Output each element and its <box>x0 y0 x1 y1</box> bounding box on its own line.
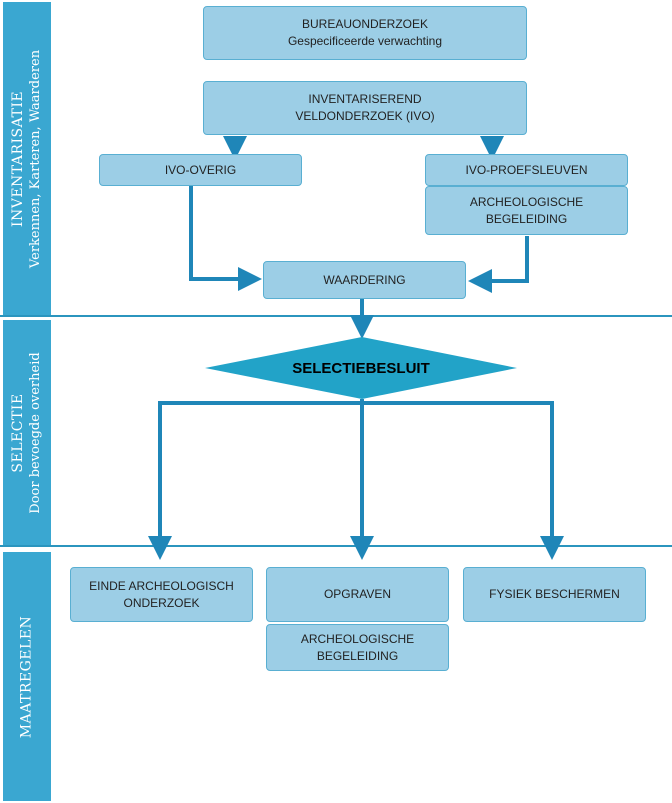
node-opgraven: OPGRAVEN <box>266 567 449 622</box>
node-einde-archeologisch-onderzoek: EINDE ARCHEOLOGISCH ONDERZOEK <box>70 567 253 622</box>
node-label: Gespecificeerde verwachting <box>287 34 443 48</box>
node-label: BEGELEIDING <box>485 211 568 226</box>
node-waardering: WAARDERING <box>263 261 466 299</box>
node-ivo-proefsleuven: IVO-PROEFSLEUVEN <box>425 154 628 186</box>
node-fysiek-beschermen: FYSIEK BESCHERMEN <box>463 567 646 622</box>
arrow-overig-to-waardering <box>189 186 262 291</box>
arrow-to-fysiek <box>362 401 564 560</box>
node-label: IVO-PROEFSLEUVEN <box>465 162 588 177</box>
node-label: BEGELEIDING <box>316 648 399 663</box>
node-label: ARCHEOLOGISCHE <box>469 194 584 209</box>
node-label: BUREAUONDERZOEK <box>301 17 429 31</box>
decision-diamond <box>205 337 517 399</box>
arrow-to-einde <box>148 399 364 560</box>
node-archeologische-begeleiding-ivo: ARCHEOLOGISCHE BEGELEIDING <box>425 186 628 235</box>
node-label: INVENTARISEREND <box>308 92 422 106</box>
node-label: ONDERZOEK <box>123 595 200 610</box>
node-label: EINDE ARCHEOLOGISCH <box>89 578 234 593</box>
phase-band-maatregelen: MAATREGELEN <box>3 552 51 801</box>
phase-band-selectie: SELECTIE Door bevoegde overheid <box>3 320 51 545</box>
node-label: VELDONDERZOEK (IVO) <box>295 109 435 123</box>
node-ivo-overig: IVO-OVERIG <box>99 154 302 186</box>
node-label: WAARDERING <box>323 272 406 287</box>
phase-band-inventarisatie: INVENTARISATIE Verkennen, Karteren, Waar… <box>3 2 51 315</box>
phase-separator <box>0 315 672 317</box>
node-bureauonderzoek: BUREAUONDERZOEK Gespecificeerde verwacht… <box>203 6 527 60</box>
node-label: FYSIEK BESCHERMEN <box>489 587 620 601</box>
node-label: ARCHEOLOGISCHE <box>300 631 415 646</box>
arrow-begeleiding-to-waardering <box>468 236 529 293</box>
node-archeologische-begeleiding-maatregel: ARCHEOLOGISCHE BEGELEIDING <box>266 624 449 671</box>
node-ivo: INVENTARISEREND VELDONDERZOEK (IVO) <box>203 81 527 135</box>
phase-separator <box>0 545 672 547</box>
node-label: IVO-OVERIG <box>164 162 237 177</box>
node-label: OPGRAVEN <box>323 587 392 601</box>
decision-label: SELECTIEBESLUIT <box>292 359 430 377</box>
